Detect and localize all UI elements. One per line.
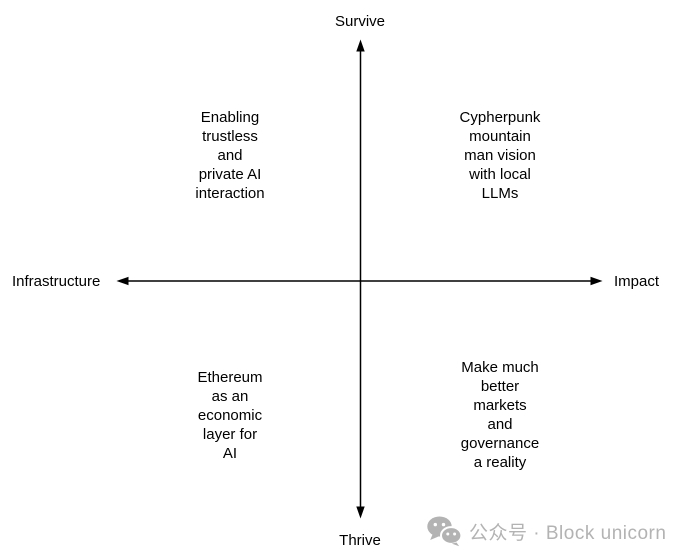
watermark-text: 公众号 · Block unicorn [469,523,667,544]
quadrant-text-top-right: Cypherpunk mountain man vision with loca… [459,109,541,202]
axis-label-survive: Survive [334,13,386,30]
vertical-axis [356,39,365,519]
quadrant-text-bottom-left: Ethereum as an economic layer for AI [197,369,263,462]
horizontal-axis [116,276,603,286]
quadrant-text-top-left: Enabling trustless and private AI intera… [195,109,265,202]
axis-label-impact: Impact [614,273,660,290]
quadrant-text-bottom-right: Make much better markets and governance … [460,359,540,471]
watermark: 公众号 · Block unicorn [426,516,666,547]
axis-label-thrive: Thrive [339,532,381,549]
wechat-icon [427,516,462,547]
axis-label-infrastructure: Infrastructure [12,273,101,290]
